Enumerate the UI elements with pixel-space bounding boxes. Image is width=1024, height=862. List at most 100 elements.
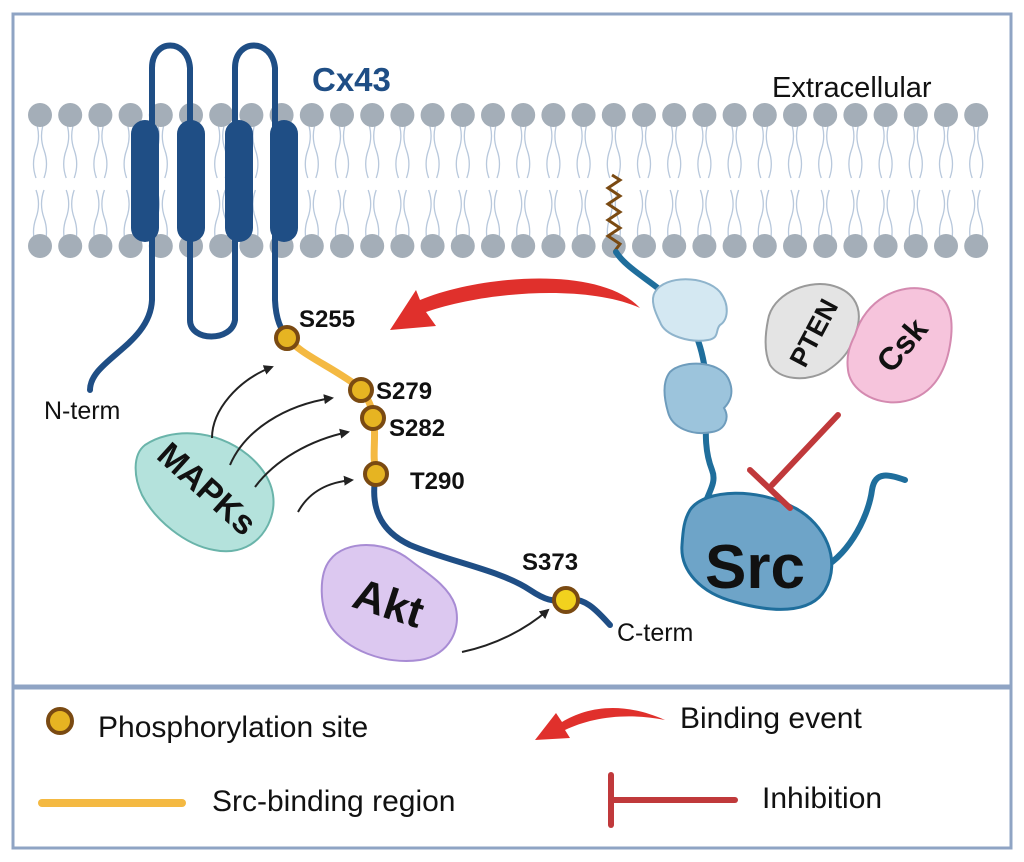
lipid-tail [787,149,803,179]
lipid-head [299,103,324,127]
lipid-head [783,234,807,258]
lipid-tail [971,189,981,219]
src-kinase [605,173,908,611]
cx43-connexin [87,42,613,628]
cx43-label: Cx43 [312,61,391,98]
src-label: Src [705,533,805,602]
akt-blob [320,544,458,662]
lipid-head [541,234,566,258]
lipid-head [692,103,717,127]
lipid-head [420,234,445,258]
lipid-tail [95,189,106,219]
lipid-tail [790,189,800,219]
inhibition-symbol [747,412,841,511]
mapks-arrows [211,365,354,513]
lipid-tail [32,149,48,179]
lipid-head [722,234,747,258]
lipid-head [752,234,777,258]
lipid-tail [941,189,951,219]
lipid-head [511,103,536,127]
lipid-tail [667,149,682,179]
binding-event-arrow [390,278,640,330]
lipid-tail [699,189,710,219]
lipid-head [813,103,838,127]
lipid-head [934,234,958,258]
lipid-tail [576,149,591,179]
lipid-tail [908,149,923,179]
lipid-head [58,234,83,258]
lipid-head [964,234,989,258]
lipid-head [450,234,475,258]
lipid-head [58,103,83,127]
site-label-s373: S373 [522,549,578,576]
lipid-tail [727,149,742,179]
phospho-site-s282 [360,405,386,431]
src-sh3-domain [651,278,728,342]
lipid-head [390,234,415,258]
lipid-head [873,103,898,127]
lipid-head [843,234,868,258]
lipid-tail [458,189,468,219]
lipid-head [299,234,324,258]
lipid-tail [548,189,559,219]
lipid-tail [760,189,770,219]
lipid-tail [216,189,226,219]
site-label-s279: S279 [376,378,432,405]
phospho-site-s279 [348,377,374,403]
lipid-head [964,103,989,127]
lipid-head [632,103,656,127]
lipid-head [88,234,113,258]
lipid-tail [757,149,772,179]
lipid-tail [697,149,712,179]
lipid-tail [488,189,498,219]
mapks-blob [134,432,275,553]
lipid-head [450,103,475,127]
lipid-head [722,103,747,127]
lipid-head [390,103,415,127]
diagram-frame [11,12,1013,688]
lipid-head [571,103,596,127]
lipid-tail [485,149,501,179]
legend-src-binding-region-label: Src-binding region [212,785,455,818]
lipid-head [209,103,234,127]
lipid-tail [820,189,830,219]
phospho-site-s255 [274,325,300,351]
lipid-head [420,103,445,127]
legend-inhibition-label: Inhibition [762,782,882,815]
inhibition-icon [608,772,738,828]
n-term-label: N-term [44,397,120,425]
phosphorylation-site-icon [46,707,74,735]
lipid-tail [518,189,528,219]
lipid-head [118,234,143,258]
lipid-head [209,234,234,258]
lipid-head [934,103,958,127]
csk-blob [846,287,953,404]
lipid-tail [880,189,891,219]
lipid-tail [304,149,319,179]
legend-phospho-site-label: Phosphorylation site [98,711,368,744]
lipid-head [330,234,354,258]
lipid-head [662,103,687,127]
lipid-head [360,103,385,127]
lipid-head [752,103,777,127]
legend: Phosphorylation site Binding event Src-b… [38,702,882,828]
lipid-tail [334,149,350,179]
lipid-head [903,103,928,127]
phospho-site-s373 [552,586,580,614]
binding-event-arrow-icon [535,707,665,740]
site-label-s282: S282 [389,415,445,442]
lipid-tail [911,189,921,219]
lipid-head [903,234,928,258]
legend-frame [11,686,1013,850]
lipid-head [843,103,868,127]
lipid-tail [337,189,347,219]
lipid-head [541,103,566,127]
lipid-head [28,234,52,258]
lipid-tail [516,149,531,179]
lipid-tail [636,149,652,179]
lipid-tail [397,189,408,219]
lipid-head [632,234,656,258]
lipid-head [571,234,596,258]
lipid-tail [93,149,108,179]
